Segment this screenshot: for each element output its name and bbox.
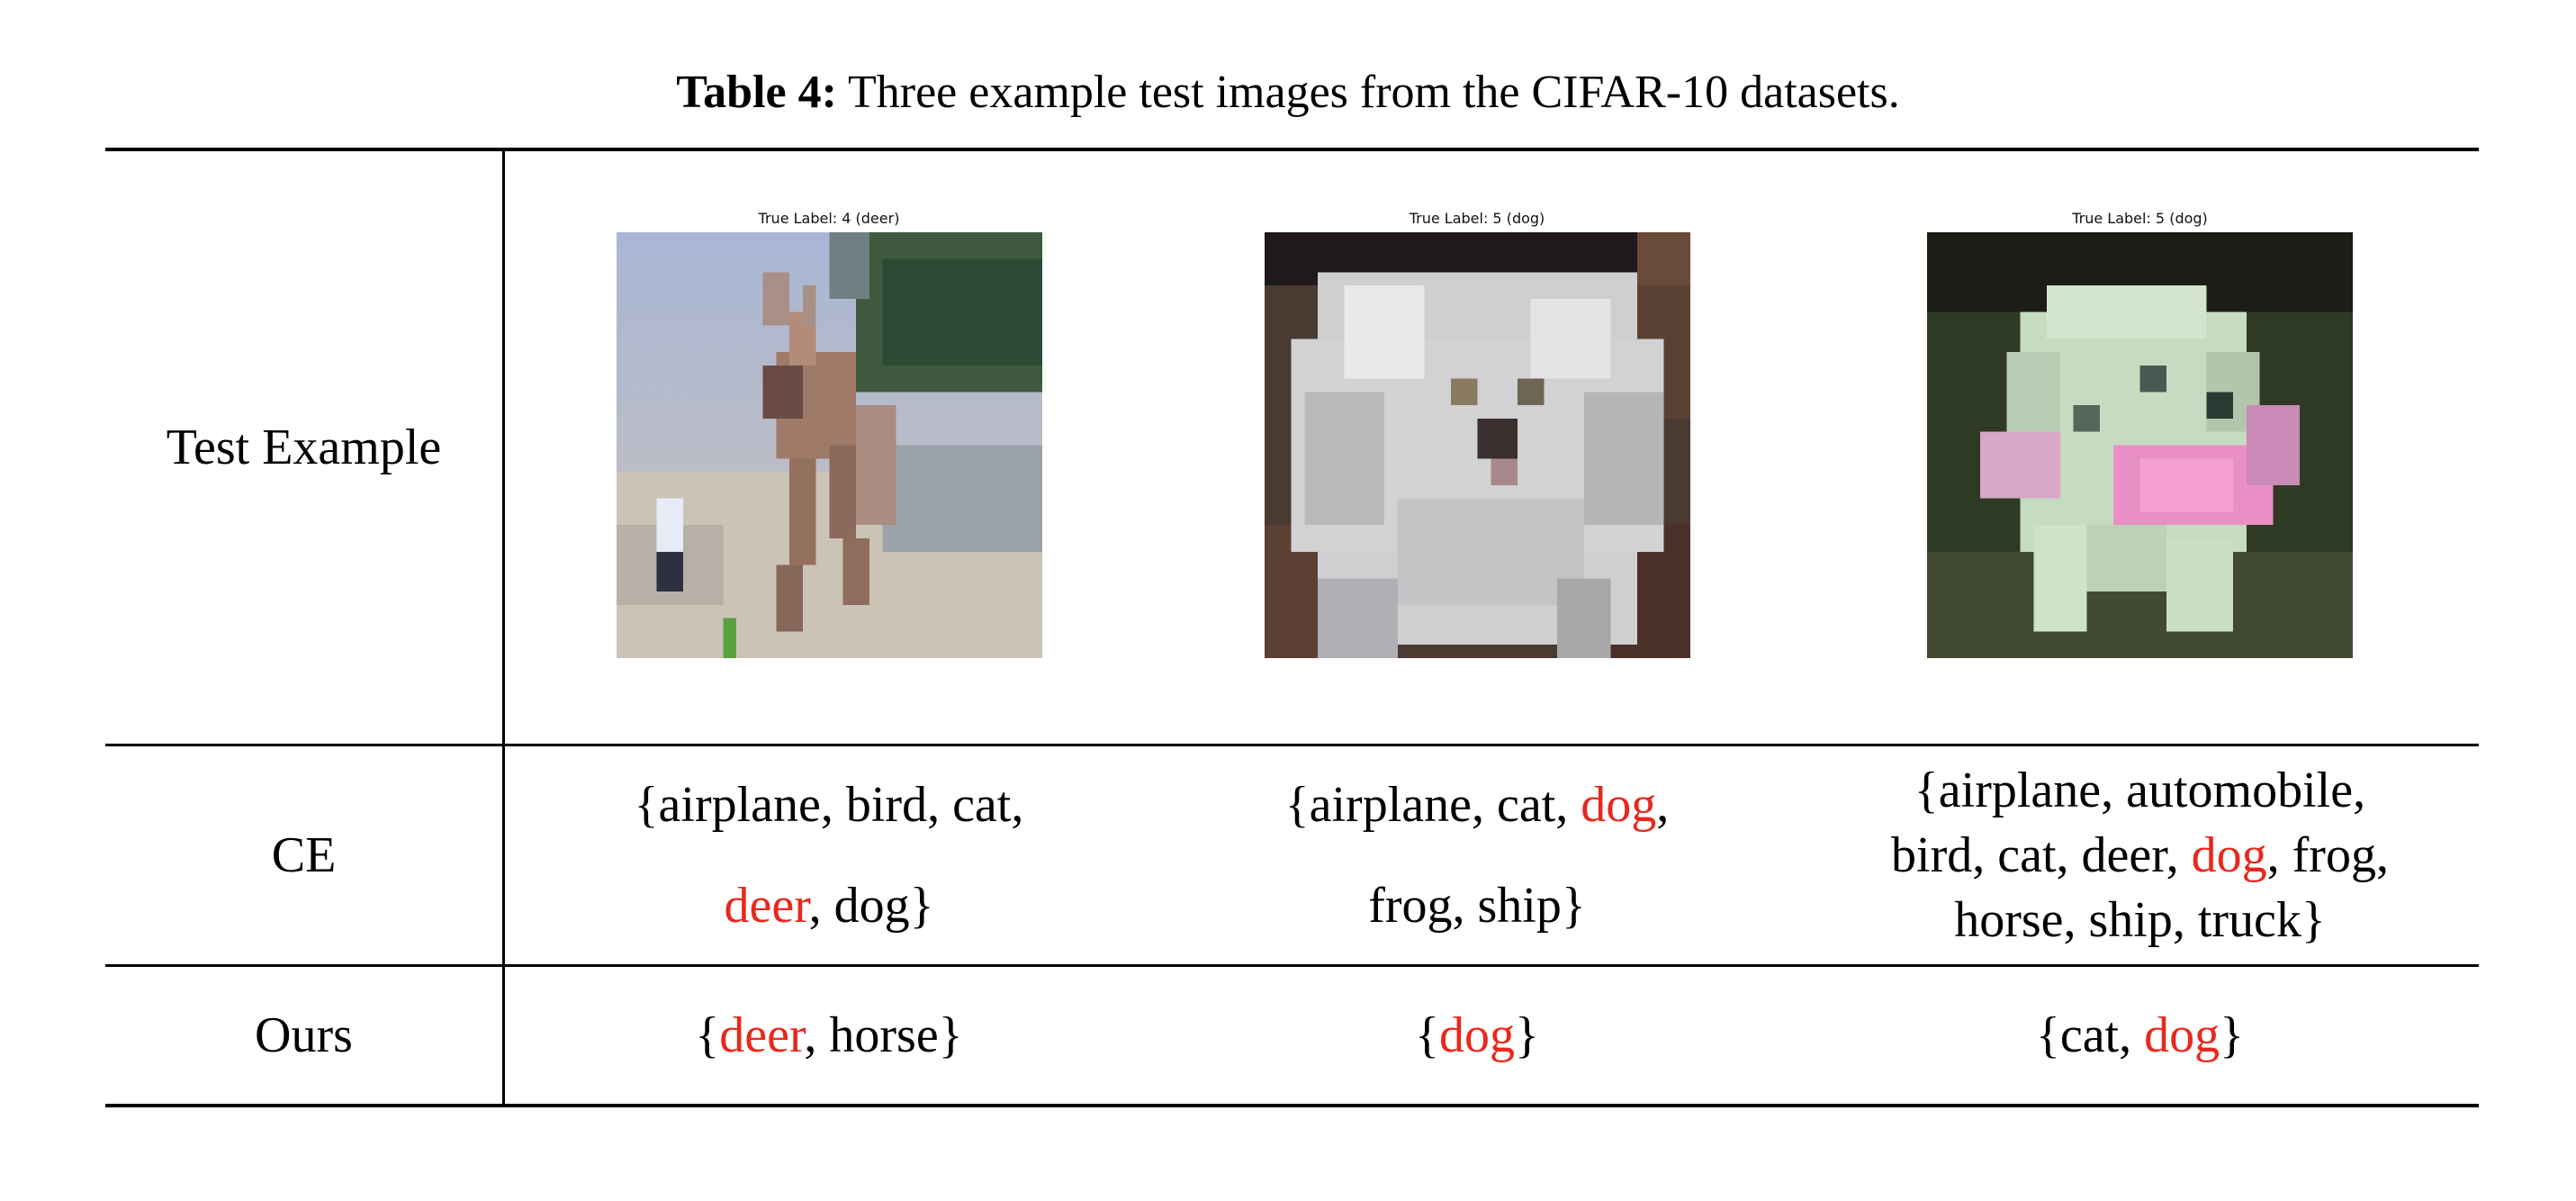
- ours-3-post: }: [2220, 1007, 2245, 1063]
- table-vertical-divider: [502, 149, 505, 1106]
- ours-2-post: }: [1515, 1007, 1539, 1063]
- ce-3-line-3: horse, ship, truck}: [1954, 892, 2326, 948]
- table-bottom-rule: [105, 1104, 2479, 1107]
- ce-1-line-1: {airplane, bird, cat,: [634, 777, 1024, 833]
- ce-1-true-label: deer: [724, 878, 809, 934]
- ours-cell-3: {cat, dog}: [1801, 967, 2479, 1104]
- ce-cell-1: {airplane, bird, cat, deer, dog}: [505, 746, 1153, 964]
- row-header-test-example: Test Example: [166, 419, 442, 475]
- test-image-cell-1: True Label: 4 (deer): [505, 151, 1153, 744]
- ce-3-true-label: dog: [2191, 827, 2267, 883]
- ours-2-true-label: dog: [1439, 1007, 1515, 1063]
- ours-1-post: , horse}: [804, 1007, 963, 1063]
- table-caption-label: Table 4:: [676, 67, 837, 118]
- ce-1-line-2-rest: , dog}: [808, 878, 934, 934]
- row-header-ce: CE: [271, 826, 337, 883]
- ce-2-true-label: dog: [1581, 777, 1657, 833]
- table-rule-after-ce: [105, 964, 2479, 967]
- ce-3-line-1: {airplane, automobile,: [1914, 763, 2366, 818]
- image-title-1: True Label: 4 (deer): [758, 210, 900, 227]
- ours-cell-2: {dog}: [1153, 967, 1801, 1104]
- ce-2-line-2: frog, ship}: [1368, 878, 1586, 934]
- ce-2-line-1-post: ,: [1656, 777, 1670, 833]
- deer-image: [616, 232, 1042, 658]
- ours-cell-1: {deer, horse}: [505, 967, 1153, 1104]
- table-rule-after-images: [105, 744, 2479, 746]
- table-top-rule: [105, 148, 2479, 151]
- ours-3-true-label: dog: [2144, 1007, 2220, 1063]
- ours-3-pre: {cat,: [2035, 1007, 2145, 1063]
- test-image-cell-3: True Label: 5 (dog): [1801, 151, 2479, 744]
- ours-1-pre: {: [695, 1007, 720, 1063]
- ours-2-pre: {: [1415, 1007, 1439, 1063]
- image-title-2: True Label: 5 (dog): [1409, 210, 1545, 227]
- table-caption-text: Three example test images from the CIFAR…: [848, 67, 1900, 118]
- ce-2-line-1-pre: {airplane, cat,: [1284, 777, 1581, 833]
- table-caption: Table 4: Three example test images from …: [0, 65, 2576, 121]
- white-dog-image: [1264, 232, 1690, 658]
- ce-cell-2: {airplane, cat, dog, frog, ship}: [1153, 746, 1801, 964]
- row-header-ours: Ours: [255, 1007, 353, 1063]
- image-title-3: True Label: 5 (dog): [2072, 210, 2208, 227]
- ours-1-true-label: deer: [719, 1007, 805, 1063]
- ce-cell-3: {airplane, automobile, bird, cat, deer, …: [1801, 746, 2479, 964]
- ce-3-line-2-pre: bird, cat, deer,: [1891, 827, 2192, 883]
- ce-3-line-2-post: , frog,: [2266, 827, 2389, 883]
- dog-with-pink-toy-image: [1927, 232, 2353, 658]
- test-image-cell-2: True Label: 5 (dog): [1153, 151, 1801, 744]
